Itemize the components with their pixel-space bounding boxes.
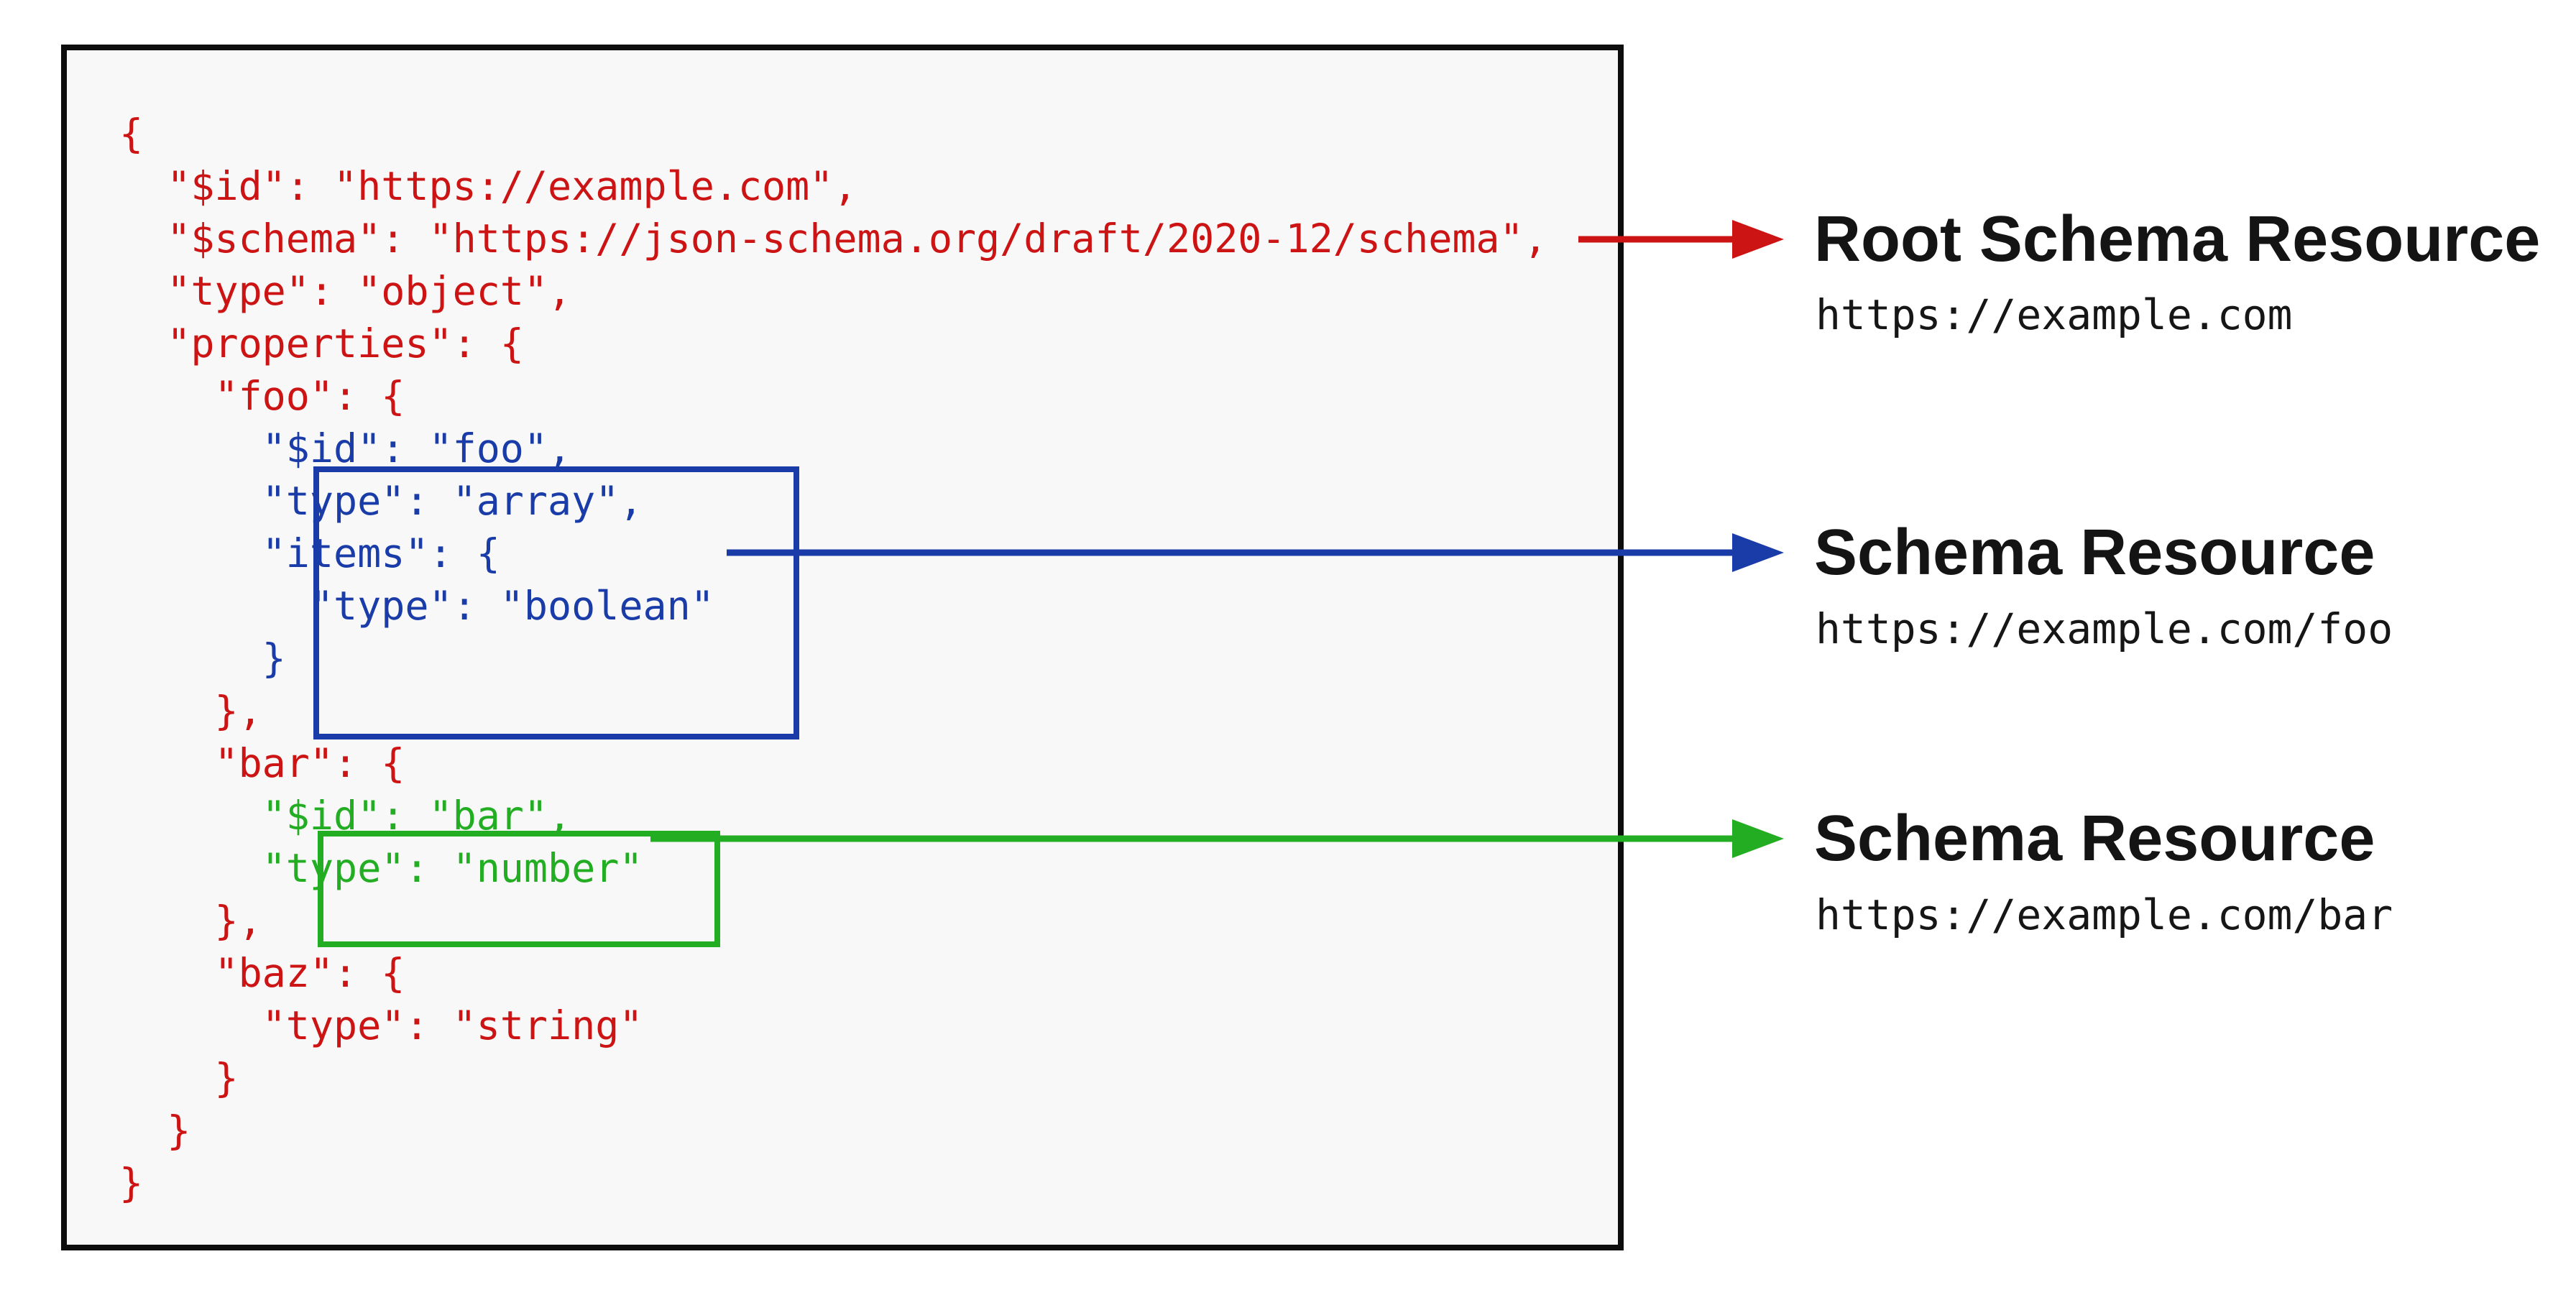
code-line: "baz": { (119, 950, 405, 996)
code-line: "foo": { (119, 373, 405, 419)
code-line: "$schema": "https://json-schema.org/draf… (119, 216, 1547, 262)
root-schema-resource-label: Root Schema Resource (1814, 203, 2541, 275)
root-schema-resource-uri: https://example.com (1816, 290, 2293, 339)
code-line: { (119, 111, 144, 157)
foo-schema-resource-label: Schema Resource (1814, 517, 2375, 589)
code-line: }, (119, 898, 262, 944)
code-line: } (119, 1160, 144, 1206)
code-line: "bar": { (119, 740, 405, 786)
code-line: "type": "array", (119, 478, 643, 524)
code-line: "items": { (119, 530, 500, 576)
foo-schema-resource-uri: https://example.com/foo (1816, 604, 2393, 653)
code-line: "type": "string" (119, 1003, 643, 1049)
bar-schema-resource-uri: https://example.com/bar (1816, 890, 2393, 939)
schema-code-panel (61, 45, 1624, 1250)
code-line: "type": "object", (119, 268, 572, 314)
code-line: "type": "number" (119, 845, 643, 891)
json-schema-code: { "$id": "https://example.com", "$schema… (119, 108, 1547, 1209)
bar-schema-resource-label: Schema Resource (1814, 803, 2375, 875)
code-line: "$id": "foo", (119, 425, 572, 471)
code-line: "$id": "bar", (119, 793, 572, 839)
code-line: } (119, 635, 286, 681)
bar-schema-resource-box (318, 831, 720, 947)
code-line: } (119, 1055, 239, 1101)
code-line: "properties": { (119, 321, 524, 367)
code-line: "$id": "https://example.com", (119, 163, 857, 209)
code-line: }, (119, 688, 262, 734)
foo-schema-resource-box (313, 466, 799, 739)
code-line: } (119, 1107, 191, 1153)
code-line: "type": "boolean" (119, 583, 714, 629)
